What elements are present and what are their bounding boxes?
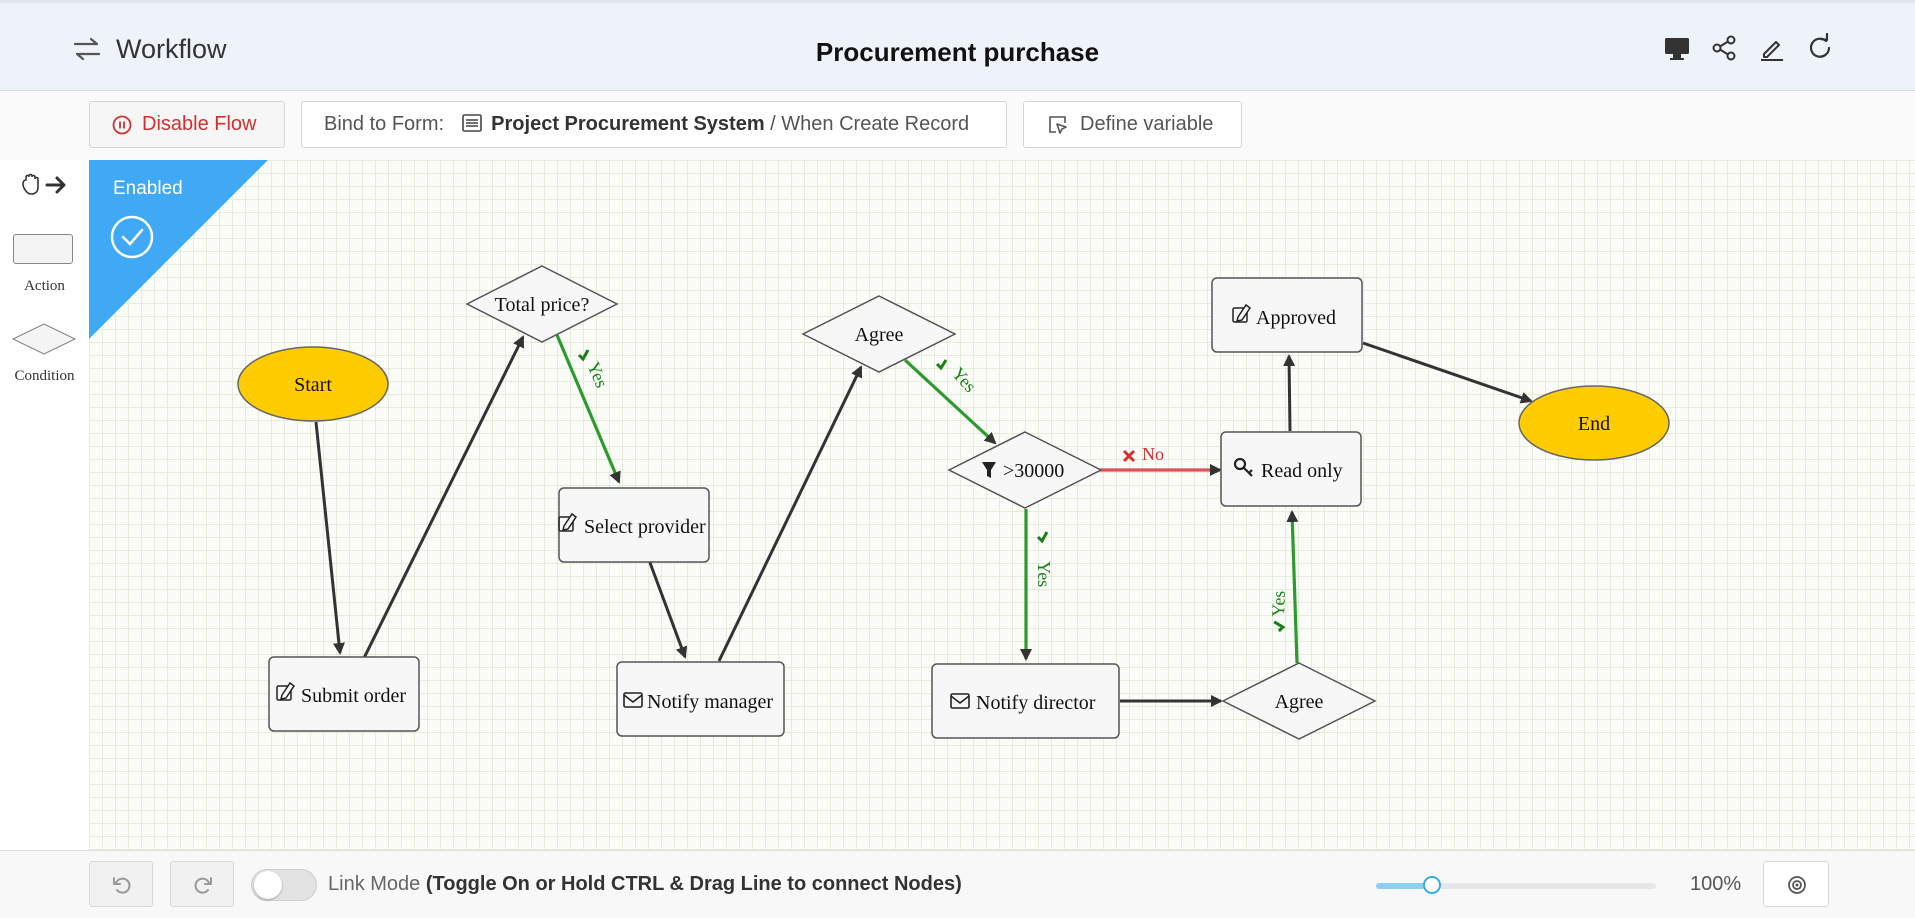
edge-gt30000-notifydirector-yes[interactable]: Yes [1020, 509, 1054, 661]
desktop-icon[interactable] [1662, 33, 1692, 63]
yes-check-icon [1036, 531, 1049, 544]
node-label: >30000 [1003, 460, 1064, 482]
node-label: End [1578, 413, 1610, 435]
key-icon [1233, 457, 1253, 477]
node-notify-manager[interactable]: Notify manager [616, 661, 785, 737]
node-agree-condition-1[interactable]: Agree [801, 295, 957, 373]
edge-label-no: No [1142, 444, 1164, 464]
node-label: Read only [1261, 460, 1343, 482]
zoom-level: 100% [1690, 873, 1742, 895]
node-label: Total price? [495, 294, 590, 316]
mail-icon [623, 692, 643, 708]
node-end[interactable]: End [1518, 385, 1670, 461]
edit-note-icon [558, 512, 578, 532]
zoom-slider[interactable] [1376, 876, 1656, 894]
edge-select-notifymanager[interactable] [647, 559, 688, 659]
toolbar: Disable Flow Bind to Form: Project Procu… [0, 91, 1915, 161]
pause-circle-icon [112, 115, 132, 135]
node-notify-director[interactable]: Notify director [931, 663, 1120, 739]
edge-label-yes: Yes [948, 363, 980, 396]
node-start[interactable]: Start [237, 346, 389, 422]
node-label: Submit order [301, 685, 406, 707]
node-label: Start [294, 374, 332, 396]
undo-icon [113, 877, 131, 894]
link-mode-label: Link Mode [328, 873, 421, 895]
edge-totalprice-select-yes[interactable]: Yes [555, 334, 621, 484]
define-variable-button[interactable]: Define variable [1023, 101, 1242, 148]
mail-icon [950, 693, 970, 709]
edge-readonly-approved[interactable] [1283, 354, 1296, 432]
yes-check-icon [935, 359, 948, 371]
edge-label-yes: Yes [1034, 561, 1054, 587]
node-label: Approved [1256, 307, 1336, 329]
node-select-provider[interactable]: Select provider [558, 487, 710, 563]
toggle-knob [254, 871, 282, 899]
node-label: Notify director [976, 692, 1096, 714]
edge-notifymanager-agree1[interactable] [717, 365, 863, 662]
flow-diagram: Enabled Yes Yes [89, 160, 1670, 740]
edge-start-submit[interactable] [314, 421, 345, 655]
edge-agree1-gt30000-yes[interactable]: Yes [903, 358, 997, 445]
bind-form-button[interactable]: Bind to Form: Project Procurement System… [301, 101, 1007, 148]
redo-button[interactable] [170, 861, 234, 907]
define-variable-label: Define variable [1080, 113, 1214, 135]
node-gt30000-condition[interactable]: >30000 [947, 431, 1103, 509]
link-mode-toggle[interactable] [251, 869, 317, 901]
header-bar: Workflow Procurement purchase [0, 0, 1915, 91]
filter-icon [982, 462, 996, 478]
node-palette: Action Condition [0, 160, 90, 850]
fit-view-button[interactable] [1763, 861, 1829, 907]
menu-swap-icon[interactable] [72, 37, 102, 61]
disable-flow-label: Disable Flow [142, 113, 257, 135]
share-icon[interactable] [1709, 33, 1739, 63]
node-approved[interactable]: Approved [1211, 277, 1363, 353]
condition-palette-item[interactable] [12, 323, 76, 355]
edit-note-icon [276, 681, 296, 701]
node-label: Notify manager [647, 691, 773, 713]
node-total-price-condition[interactable]: Total price? [465, 265, 619, 343]
condition-palette-label: Condition [14, 368, 75, 384]
enabled-banner: Enabled [89, 160, 268, 339]
node-agree-condition-2[interactable]: Agree [1221, 662, 1377, 740]
zoom-slider-fill [1376, 883, 1432, 889]
edge-label-yes: Yes [1268, 590, 1289, 617]
link-mode-text: Link Mode (Toggle On or Hold CTRL & Drag… [328, 873, 962, 896]
undo-button[interactable] [89, 861, 153, 907]
no-x-icon [1122, 449, 1136, 463]
target-icon [1788, 876, 1806, 894]
refresh-icon[interactable] [1805, 33, 1835, 63]
flow-canvas[interactable]: Enabled Yes Yes [89, 160, 1915, 850]
node-label: Select provider [584, 516, 706, 538]
edge-approved-end[interactable] [1362, 341, 1533, 404]
yes-check-icon [577, 349, 590, 362]
link-mode-hint: (Toggle On or Hold CTRL & Drag Line to c… [425, 873, 962, 895]
node-submit-order[interactable]: Submit order [268, 656, 420, 732]
edge-gt30000-readonly-no[interactable]: No [1099, 444, 1222, 476]
action-palette-label: Action [24, 278, 65, 294]
bind-form-label: Bind to Form: [324, 113, 445, 135]
footer-bar: Link Mode (Toggle On or Hold CTRL & Drag… [0, 850, 1915, 918]
node-label: Agree [855, 324, 904, 346]
disable-flow-button[interactable]: Disable Flow [89, 101, 285, 148]
edit-icon[interactable] [1757, 33, 1787, 63]
pan-hand-arrow-icon[interactable] [20, 172, 70, 198]
page-title: Procurement purchase [815, 37, 1100, 67]
zoom-slider-thumb[interactable] [1423, 876, 1441, 894]
yes-check-icon [1273, 620, 1286, 633]
variable-cursor-icon [1049, 116, 1067, 134]
form-list-icon [461, 114, 482, 132]
edge-agree2-readonly-yes[interactable]: Yes [1268, 510, 1299, 664]
redo-icon [194, 877, 212, 894]
app-title: Workflow [116, 34, 227, 64]
bound-form-name: Project Procurement System [491, 113, 765, 135]
edge-label-yes: Yes [583, 359, 612, 391]
edge-submit-totalprice[interactable] [362, 335, 525, 659]
edit-note-icon [1232, 303, 1252, 323]
bound-form-trigger: / When Create Record [770, 113, 970, 135]
node-label: Agree [1275, 691, 1324, 713]
check-circle-icon [110, 215, 154, 259]
node-read-only[interactable]: Read only [1220, 431, 1362, 507]
enabled-status-label: Enabled [113, 178, 183, 199]
action-palette-item[interactable] [13, 234, 73, 264]
